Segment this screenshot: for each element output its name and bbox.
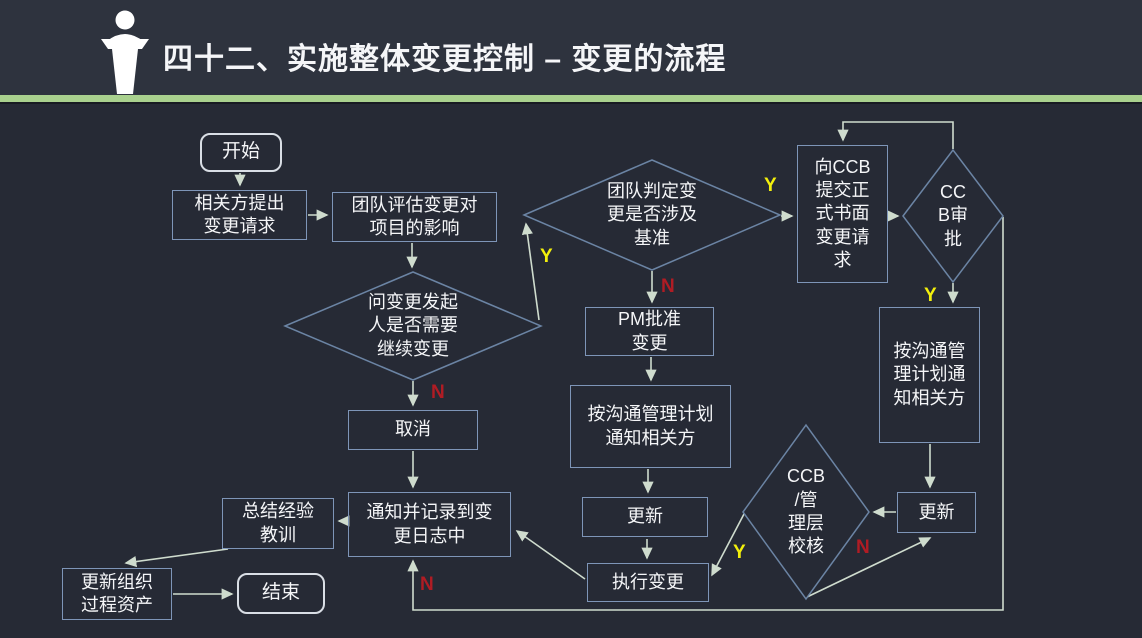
edge-label-judge-no: N [661, 276, 675, 297]
node-notify-stakeholders-right: 按沟通管 理计划通 知相关方 [879, 307, 980, 443]
diamond-ask-initiator-shape [283, 271, 543, 381]
edge-label-ask-no: N [431, 382, 445, 403]
edge-ask-yes-to-judge [521, 222, 540, 321]
node-ccb-mgmt-verify: CCB /管 理层 校核 [786, 466, 825, 557]
node-update-mid: 更新 [582, 497, 708, 537]
flow-connectors [124, 121, 1004, 611]
diamond-ccb-review-shape [902, 148, 1004, 284]
edge-execute-to-log [515, 530, 586, 580]
edge-label-verify-yes: Y [733, 542, 746, 563]
edge-verify-no-to-update-right [806, 537, 932, 598]
node-team-judge-baseline: 团队判定变 更是否涉及 基准 [607, 180, 697, 248]
node-stakeholder-request: 相关方提出 变更请求 [172, 190, 307, 240]
node-team-assess-impact: 团队评估变更对 项目的影响 [332, 192, 497, 242]
edge-label-ccb-no: N [420, 574, 434, 595]
decision-diamonds [283, 148, 1004, 601]
edge-ccb-no-to-log [407, 217, 1004, 611]
edge-verify-yes-to-execute [711, 513, 745, 577]
edge-label-ccb-yes: Y [924, 285, 937, 306]
node-ask-initiator-continue: 问变更发起 人是否需要 继续变更 [368, 291, 458, 359]
header-accent-divider [0, 95, 1142, 102]
node-submit-ccb-request: 向CCB 提交正 式书面 变更请 求 [797, 145, 888, 283]
node-summarize-lessons: 总结经验 教训 [222, 498, 334, 549]
node-pm-approve-change: PM批准 变更 [585, 307, 714, 356]
node-notify-stakeholders-mid: 按沟通管理计划 通知相关方 [570, 385, 731, 468]
slide-header: 四十二、实施整体变更控制 – 变更的流程 [0, 0, 1142, 95]
edge-ccb-loop-to-submit [837, 121, 954, 149]
page-title: 四十二、实施整体变更控制 – 变更的流程 [163, 43, 727, 76]
node-start: 开始 [200, 133, 282, 172]
node-update-right: 更新 [897, 492, 976, 533]
node-ccb-review: CC B审 批 [937, 181, 968, 249]
edge-lessons-to-opa [124, 548, 229, 568]
diamond-ccb-verify-shape [742, 423, 870, 601]
edge-label-ask-yes: Y [540, 246, 553, 267]
diamond-judge-baseline-shape [522, 159, 782, 271]
edge-label-judge-yes: Y [764, 175, 777, 196]
node-cancel: 取消 [348, 410, 478, 450]
podium-speaker-icon [101, 10, 149, 94]
node-update-opa: 更新组织 过程资产 [62, 568, 172, 620]
node-execute-change: 执行变更 [587, 563, 709, 602]
edge-label-verify-no: N [856, 537, 870, 558]
node-notify-record-log: 通知并记录到变 更日志中 [348, 492, 511, 557]
node-end: 结束 [237, 573, 325, 614]
